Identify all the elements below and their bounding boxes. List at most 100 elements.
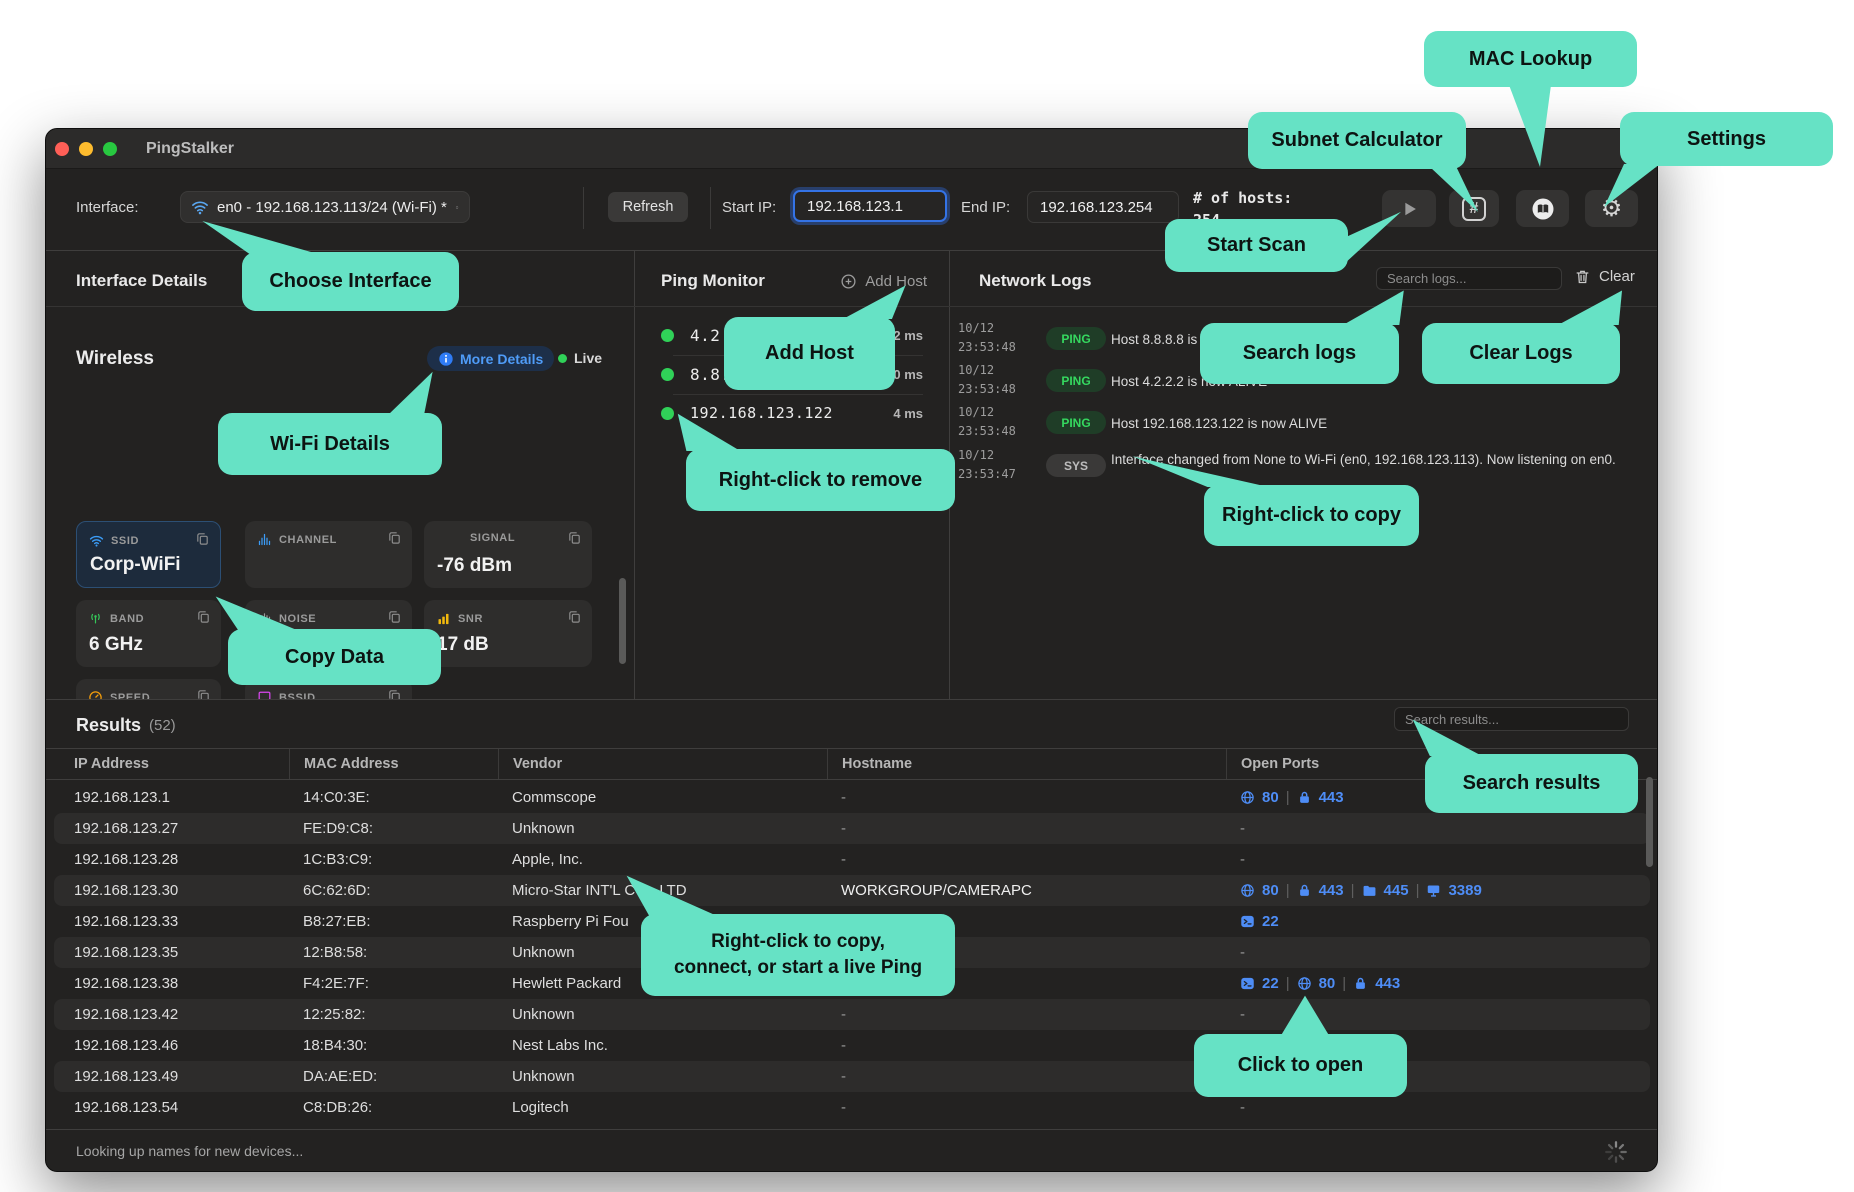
- copy-icon[interactable]: [196, 688, 211, 699]
- port-separator: |: [1285, 789, 1290, 806]
- monitor-icon: [257, 690, 272, 699]
- table-row[interactable]: 192.168.123.27 FE:D9:C8: Unknown - -: [54, 813, 1650, 844]
- copy-icon[interactable]: [196, 609, 211, 624]
- wifi-icon: [89, 533, 104, 548]
- more-details-button[interactable]: More Details: [427, 346, 555, 371]
- table-row[interactable]: 192.168.123.38 F4:2E:7F: Hewlett Packard…: [54, 968, 1650, 999]
- add-host-button[interactable]: Add Host: [840, 273, 927, 290]
- clear-logs-button[interactable]: Clear: [1574, 268, 1635, 285]
- table-row[interactable]: 192.168.123.42 12:25:82: Unknown - -: [54, 999, 1650, 1030]
- column-header[interactable]: Vendor: [498, 749, 841, 779]
- results-table-header: IP Address MAC Address Vendor Hostname O…: [46, 748, 1657, 780]
- table-row[interactable]: 192.168.123.1 14:C0:3E: Commscope - 80 |…: [54, 782, 1650, 813]
- ip-cell: 192.168.123.42: [74, 1006, 179, 1023]
- close-traffic-light[interactable]: [55, 142, 69, 156]
- table-row[interactable]: 192.168.123.49 DA:AE:ED: Unknown - -: [54, 1061, 1650, 1092]
- copy-icon[interactable]: [387, 530, 402, 545]
- copy-icon[interactable]: [387, 688, 402, 699]
- vendor-cell: Unknown: [512, 820, 575, 837]
- toolbar-divider: [710, 187, 711, 229]
- channel-tile[interactable]: CHANNEL: [245, 521, 412, 588]
- add-host-label: Add Host: [865, 273, 927, 290]
- port-link[interactable]: 445: [1383, 882, 1409, 899]
- ip-cell: 192.168.123.30: [74, 882, 179, 899]
- vendor-cell: Unknown: [512, 1006, 575, 1023]
- ping-monitor-title: Ping Monitor: [661, 271, 765, 290]
- refresh-button[interactable]: Refresh: [608, 192, 688, 222]
- vendor-cell: Raspberry Pi Fou: [512, 913, 629, 930]
- port-link[interactable]: 443: [1318, 882, 1344, 899]
- ip-cell: 192.168.123.54: [74, 1099, 179, 1116]
- column-header[interactable]: Open Ports: [1226, 749, 1657, 779]
- port-link[interactable]: 443: [1375, 975, 1401, 992]
- search-logs-input[interactable]: [1376, 267, 1562, 290]
- ip-cell: 192.168.123.1: [74, 789, 170, 806]
- port-link[interactable]: 80: [1262, 789, 1279, 806]
- log-message[interactable]: Host 192.168.123.122 is now ALIVE: [1111, 416, 1328, 431]
- column-header[interactable]: IP Address: [74, 756, 149, 772]
- terminal-icon: [1240, 976, 1255, 991]
- panel-scrollbar[interactable]: [619, 578, 626, 664]
- log-message[interactable]: Interface changed from None to Wi-Fi (en…: [1111, 452, 1616, 467]
- hostname-cell: -: [841, 820, 846, 837]
- globe-icon: [1240, 883, 1255, 898]
- status-bar: Looking up names for new devices...: [46, 1129, 1657, 1171]
- hostname-cell: -: [841, 1068, 846, 1085]
- copy-icon[interactable]: [567, 530, 582, 545]
- toolbar-divider: [583, 187, 584, 229]
- ssid-tile[interactable]: SSID Corp-WiFi: [76, 521, 221, 588]
- hostname-cell: -: [841, 789, 846, 806]
- minimize-traffic-light[interactable]: [79, 142, 93, 156]
- signal-bars-icon: [436, 611, 451, 626]
- panel-header-divider: [46, 306, 1657, 307]
- mac-cell: FE:D9:C8:: [303, 820, 374, 837]
- toolbar: Interface: en0 - 192.168.123.113/24 (Wi-…: [46, 169, 1657, 251]
- tile-label: SPEED: [110, 691, 151, 700]
- tile-label: CHANNEL: [279, 533, 337, 546]
- table-row[interactable]: 192.168.123.28 1C:B3:C9: Apple, Inc. - -: [54, 844, 1650, 875]
- port-link[interactable]: 22: [1262, 913, 1279, 930]
- search-results-input[interactable]: [1394, 707, 1629, 731]
- table-row[interactable]: 192.168.123.46 18:B4:30: Nest Labs Inc. …: [54, 1030, 1650, 1061]
- speed-tile[interactable]: SPEED 432.0 Mbps: [76, 679, 221, 699]
- results-scrollbar[interactable]: [1646, 777, 1653, 867]
- signal-tile[interactable]: SIGNAL -76 dBm: [424, 521, 592, 588]
- start-ip-input[interactable]: [793, 190, 947, 222]
- terminal-icon: [1240, 914, 1255, 929]
- port-link[interactable]: 22: [1262, 975, 1279, 992]
- callout-wifi-details: Wi-Fi Details: [218, 413, 442, 475]
- gear-icon: ⚙: [1600, 195, 1623, 222]
- port-separator: |: [1285, 975, 1290, 992]
- subnet-calculator-button[interactable]: #: [1449, 190, 1499, 227]
- end-ip-input[interactable]: [1027, 191, 1179, 223]
- antenna-icon: [88, 611, 103, 626]
- snr-tile[interactable]: SNR 17 dB: [424, 600, 592, 667]
- window-title: PingStalker: [146, 140, 235, 157]
- vendor-cell: Apple, Inc.: [512, 851, 583, 868]
- column-header[interactable]: Hostname: [827, 749, 1240, 779]
- results-title: Results: [76, 715, 142, 735]
- port-link[interactable]: 80: [1318, 975, 1336, 992]
- copy-icon[interactable]: [387, 609, 402, 624]
- results-count: (52): [149, 717, 176, 734]
- zoom-traffic-light[interactable]: [103, 142, 117, 156]
- ping-host-row[interactable]: 192.168.123.122 4 ms: [661, 394, 923, 432]
- copy-icon[interactable]: [567, 609, 582, 624]
- table-row[interactable]: 192.168.123.54 C8:DB:26: Logitech - -: [54, 1092, 1650, 1123]
- ip-cell: 192.168.123.35: [74, 944, 179, 961]
- mac-lookup-button[interactable]: [1516, 190, 1569, 227]
- port-link[interactable]: 80: [1262, 882, 1279, 899]
- mac-cell: F4:2E:7F:: [303, 975, 369, 992]
- port-link[interactable]: 3389: [1448, 882, 1482, 899]
- port-link[interactable]: 443: [1318, 789, 1344, 806]
- column-header[interactable]: MAC Address: [289, 749, 512, 779]
- copy-icon[interactable]: [195, 531, 210, 546]
- interface-dropdown[interactable]: en0 - 192.168.123.113/24 (Wi-Fi) *: [180, 191, 470, 223]
- mac-cell: 18:B4:30:: [303, 1037, 368, 1054]
- lock-icon: [1353, 976, 1368, 991]
- vendor-cell: Nest Labs Inc.: [512, 1037, 608, 1054]
- ip-cell: 192.168.123.38: [74, 975, 179, 992]
- band-tile[interactable]: BAND 6 GHz: [76, 600, 221, 667]
- table-row[interactable]: 192.168.123.30 6C:62:6D: Micro-Star INT'…: [54, 875, 1650, 906]
